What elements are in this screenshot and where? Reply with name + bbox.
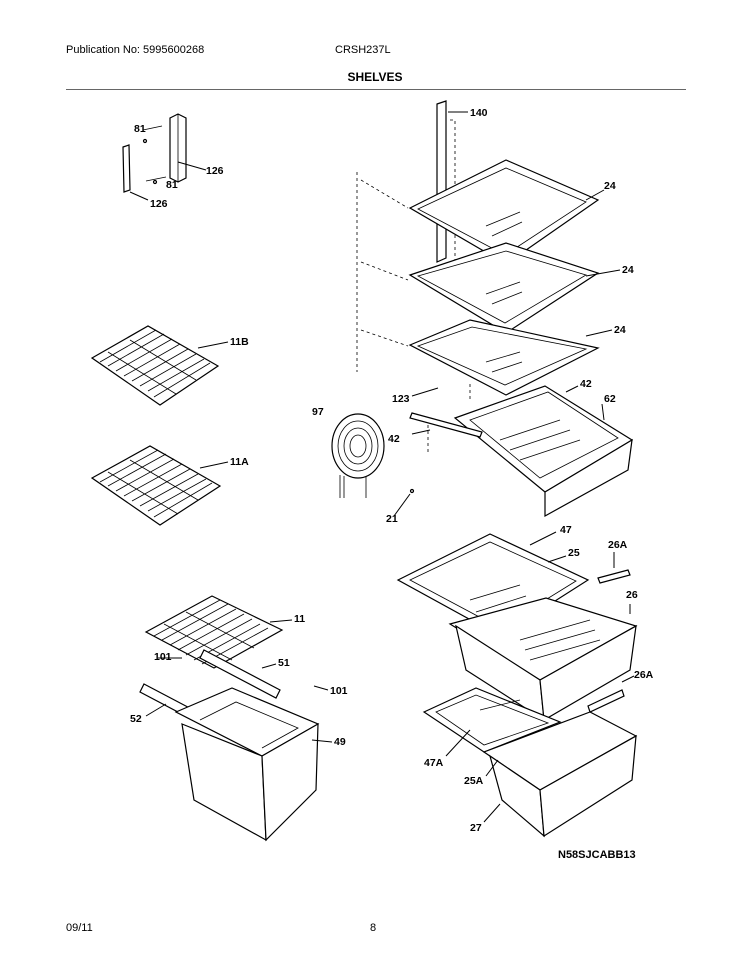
model-number: CRSH237L — [335, 44, 391, 56]
callout-101-right: 101 — [330, 685, 348, 697]
callout-140: 140 — [470, 107, 488, 119]
drawer-rail-guide — [427, 384, 471, 452]
glass-shelf-upper — [408, 159, 600, 265]
callout-51: 51 — [278, 657, 290, 669]
glass-shelf-lower — [408, 319, 600, 396]
drawer-rail-42 — [409, 412, 483, 438]
deli-drawer-26 — [448, 597, 638, 722]
callout-26A-middle: 26A — [634, 669, 654, 681]
callout-26: 26 — [626, 589, 638, 601]
callout-62: 62 — [604, 393, 616, 405]
storage-bin-49 — [174, 687, 320, 842]
callout-123: 123 — [392, 393, 410, 405]
callout-81-upper: 81 — [134, 123, 146, 135]
callout-81-lower: 81 — [166, 179, 178, 191]
callout-11B: 11B — [230, 336, 249, 348]
callout-24-middle: 24 — [622, 264, 634, 276]
callout-27: 27 — [470, 822, 482, 834]
shelf-rail — [436, 100, 456, 263]
callout-97: 97 — [312, 406, 324, 418]
page-number: 8 — [370, 922, 377, 934]
heater-coil — [331, 413, 415, 498]
drawer-slide-26A-lower — [587, 689, 625, 713]
callout-126-left: 126 — [150, 198, 168, 210]
drawer-cover-25A — [422, 687, 562, 753]
callout-24-lower: 24 — [614, 324, 626, 336]
shelf-bracket-left — [122, 113, 187, 193]
drawer-slide-26A — [597, 569, 631, 584]
callout-11: 11 — [294, 613, 305, 625]
callout-126-right: 126 — [206, 165, 224, 177]
screw-81 — [142, 125, 167, 185]
footer-date: 09/11 — [66, 922, 93, 934]
callout-42-left: 42 — [388, 433, 400, 445]
deli-drawer-27 — [482, 711, 638, 838]
leader-lines — [129, 111, 635, 823]
header-rule — [66, 89, 686, 90]
callout-24-upper: 24 — [604, 180, 616, 192]
crisper-drawer-62 — [453, 385, 634, 518]
wire-shelf-11A — [90, 445, 222, 526]
wire-shelf-11B — [90, 325, 220, 406]
publication-number: Publication No: 5995600268 — [66, 44, 205, 56]
wire-shelf-11 — [144, 595, 284, 669]
shelf-guides — [360, 179, 409, 347]
callout-101-left: 101 — [154, 651, 172, 663]
section-title: SHELVES — [347, 70, 403, 84]
callout-47: 47 — [560, 524, 572, 536]
callout-52: 52 — [130, 713, 142, 725]
glass-shelf-middle — [408, 242, 600, 334]
callout-25A: 25A — [464, 775, 484, 787]
callout-42-right: 42 — [580, 378, 592, 390]
callout-47A: 47A — [424, 757, 444, 769]
diagram-code: N58SJCABB13 — [558, 849, 636, 861]
callout-11A: 11A — [230, 456, 249, 468]
callout-26A-top: 26A — [608, 539, 628, 551]
callout-49: 49 — [334, 736, 346, 748]
callout-25: 25 — [568, 547, 580, 559]
shelf-rail-51 — [199, 649, 281, 699]
callout-21: 21 — [386, 513, 398, 525]
drawer-cover-25 — [396, 533, 590, 637]
